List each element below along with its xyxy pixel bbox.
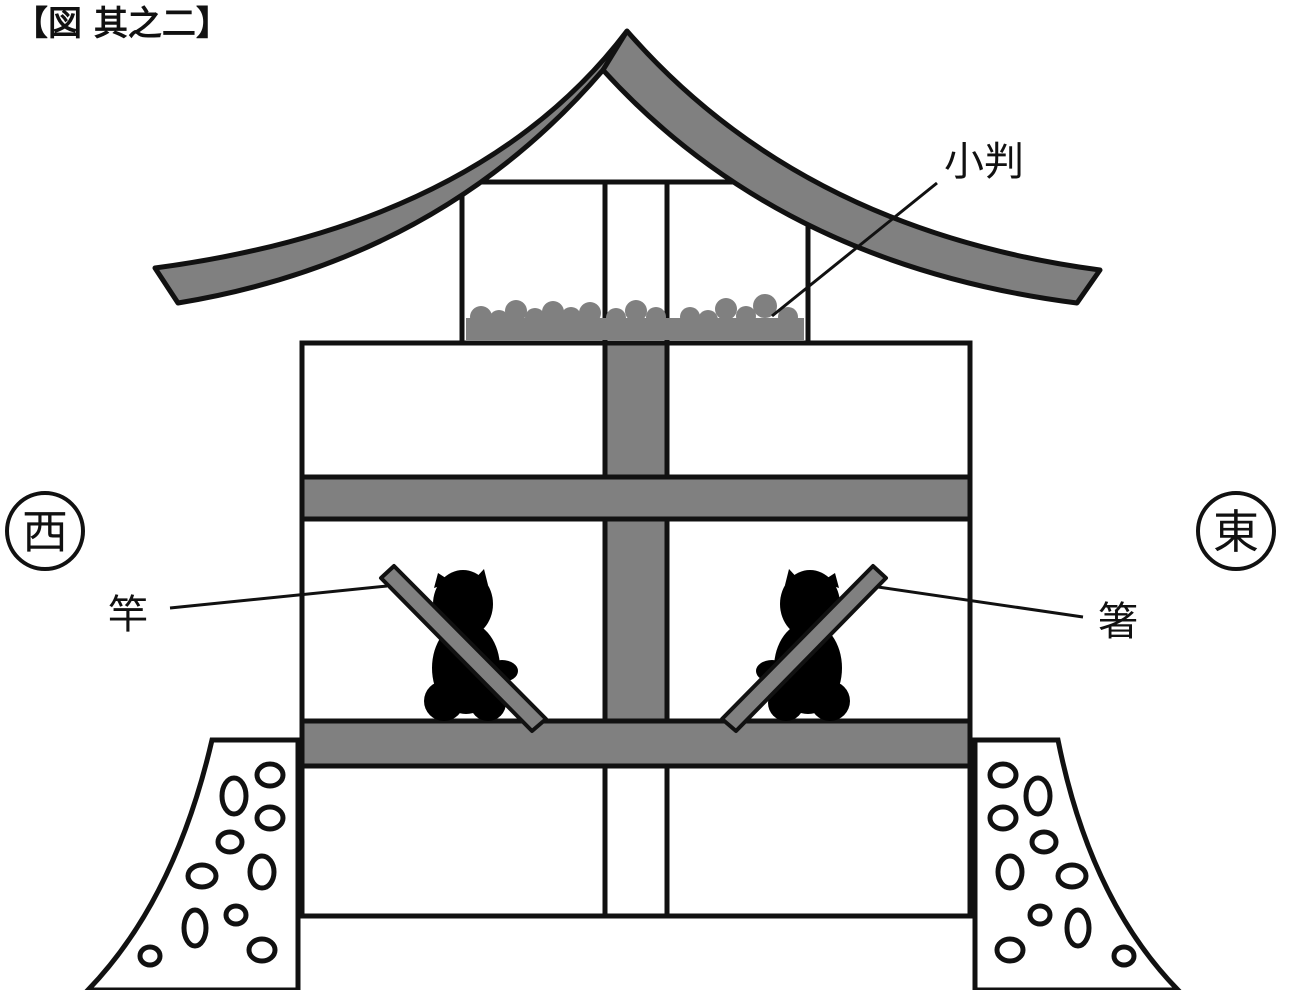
east-label: 東 bbox=[1213, 505, 1259, 559]
building-body bbox=[299, 340, 973, 919]
east-marker: 東 bbox=[1196, 491, 1276, 571]
roof-ridge-line bbox=[600, 29, 630, 72]
roof bbox=[152, 28, 1103, 306]
left-pole-leader-line bbox=[169, 584, 388, 610]
west-marker: 西 bbox=[5, 491, 85, 571]
coins-label: 小判 bbox=[944, 139, 1024, 185]
right-stone-base bbox=[972, 737, 1182, 990]
left-stone-base bbox=[84, 737, 301, 990]
right-pole-label: 箸 bbox=[1098, 599, 1138, 645]
left-pole-label: 竿 bbox=[108, 592, 148, 638]
right-pole-leader-line bbox=[877, 585, 1084, 619]
coins-leader-line bbox=[771, 181, 938, 318]
right-pole bbox=[720, 564, 888, 733]
upper-storey bbox=[459, 179, 811, 346]
west-label: 西 bbox=[22, 505, 68, 559]
koban-coin-pile bbox=[466, 294, 804, 340]
left-pole bbox=[379, 564, 548, 733]
figure-title: 【図 其之二】 bbox=[14, 4, 230, 44]
